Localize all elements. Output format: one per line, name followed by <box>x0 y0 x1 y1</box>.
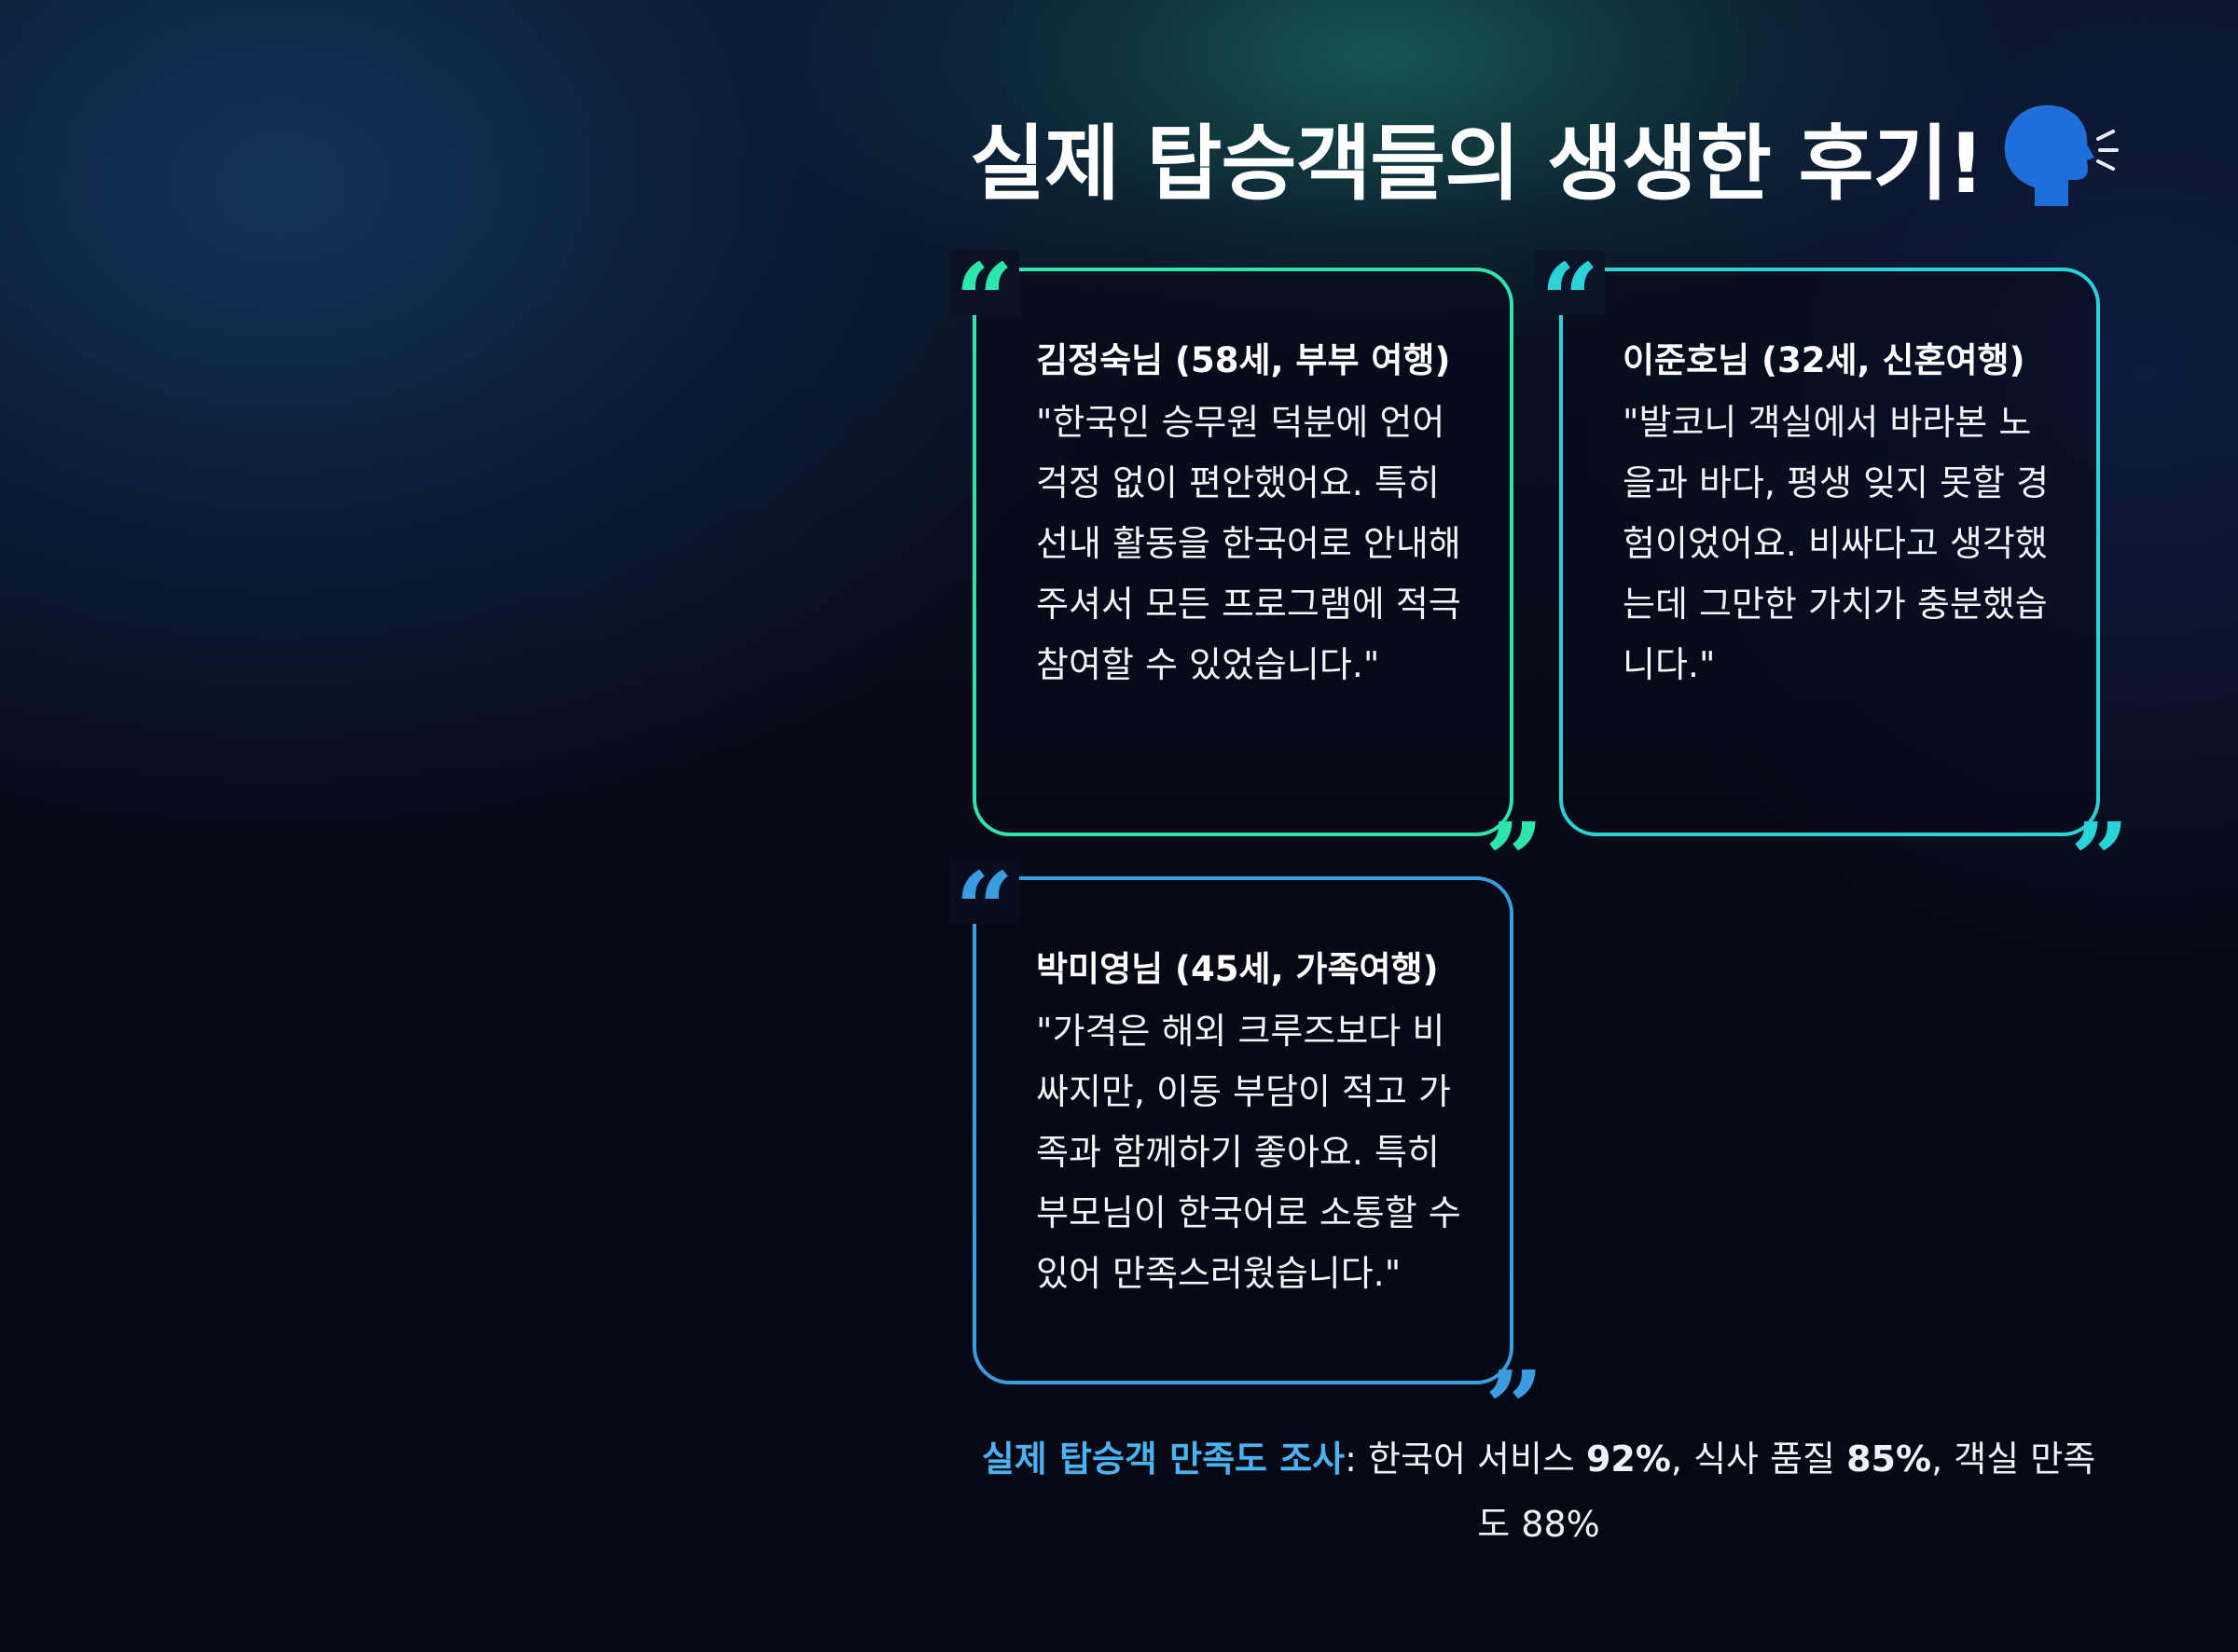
review-text: "가격은 해외 크루즈보다 비싸지만, 이동 부담이 적고 가족과 함께하기 좋… <box>1036 1011 1461 1294</box>
page-title-text: 실제 탑승객들의 생생한 후기! <box>970 116 1985 212</box>
summary-colon: : <box>1345 1439 1369 1480</box>
reviewer-name: 김정숙님 (58세, 부부 여행) <box>1036 340 1451 380</box>
speaking-head-icon <box>1997 102 2119 213</box>
reviewer-name: 박미영님 (45세, 가족여행) <box>1036 949 1439 989</box>
review-text: "발코니 객실에서 바라본 노을과 바다, 평생 잊지 못할 경험이었어요. 비… <box>1623 402 2050 685</box>
close-quote-icon: ” <box>1485 1357 1544 1423</box>
page-title: 실제 탑승객들의 생생한 후기! <box>970 98 2182 216</box>
summary-item-value: 92% <box>1585 1439 1671 1480</box>
summary-separator: , <box>1931 1439 1955 1480</box>
close-quote-icon: ” <box>1485 809 1544 874</box>
summary-item-label: 객실 만족도 <box>1477 1439 2096 1545</box>
summary-item-label: 식사 품질 <box>1693 1439 1847 1480</box>
summary-item-value: 88% <box>1521 1504 1600 1545</box>
summary-item-label: 한국어 서비스 <box>1368 1439 1586 1480</box>
summary-lead: 실제 탑승객 만족도 조사 <box>981 1439 1346 1480</box>
satisfaction-summary: 실제 탑승객 만족도 조사: 한국어 서비스 92%, 식사 품질 85%, 객… <box>970 1426 2107 1557</box>
summary-separator: , <box>1670 1439 1694 1480</box>
open-quote-icon: “ <box>949 859 1020 924</box>
review-text: "한국인 승무원 덕분에 언어 걱정 없이 편안했어요. 특히 선내 활동을 한… <box>1036 402 1461 685</box>
open-quote-icon: “ <box>1535 250 1606 315</box>
reviewer-name: 이준호님 (32세, 신혼여행) <box>1623 340 2025 380</box>
close-quote-icon: ” <box>2070 809 2130 874</box>
open-quote-icon: “ <box>949 250 1020 315</box>
review-card-2: 이준호님 (32세, 신혼여행) "발코니 객실에서 바라본 노을과 바다, 평… <box>1559 268 2100 836</box>
summary-item-value: 85% <box>1846 1439 1932 1480</box>
review-card-1: 김정숙님 (58세, 부부 여행) "한국인 승무원 덕분에 언어 걱정 없이 … <box>973 268 1513 836</box>
review-card-3: 박미영님 (45세, 가족여행) "가격은 해외 크루즈보다 비싸지만, 이동 … <box>973 876 1513 1384</box>
